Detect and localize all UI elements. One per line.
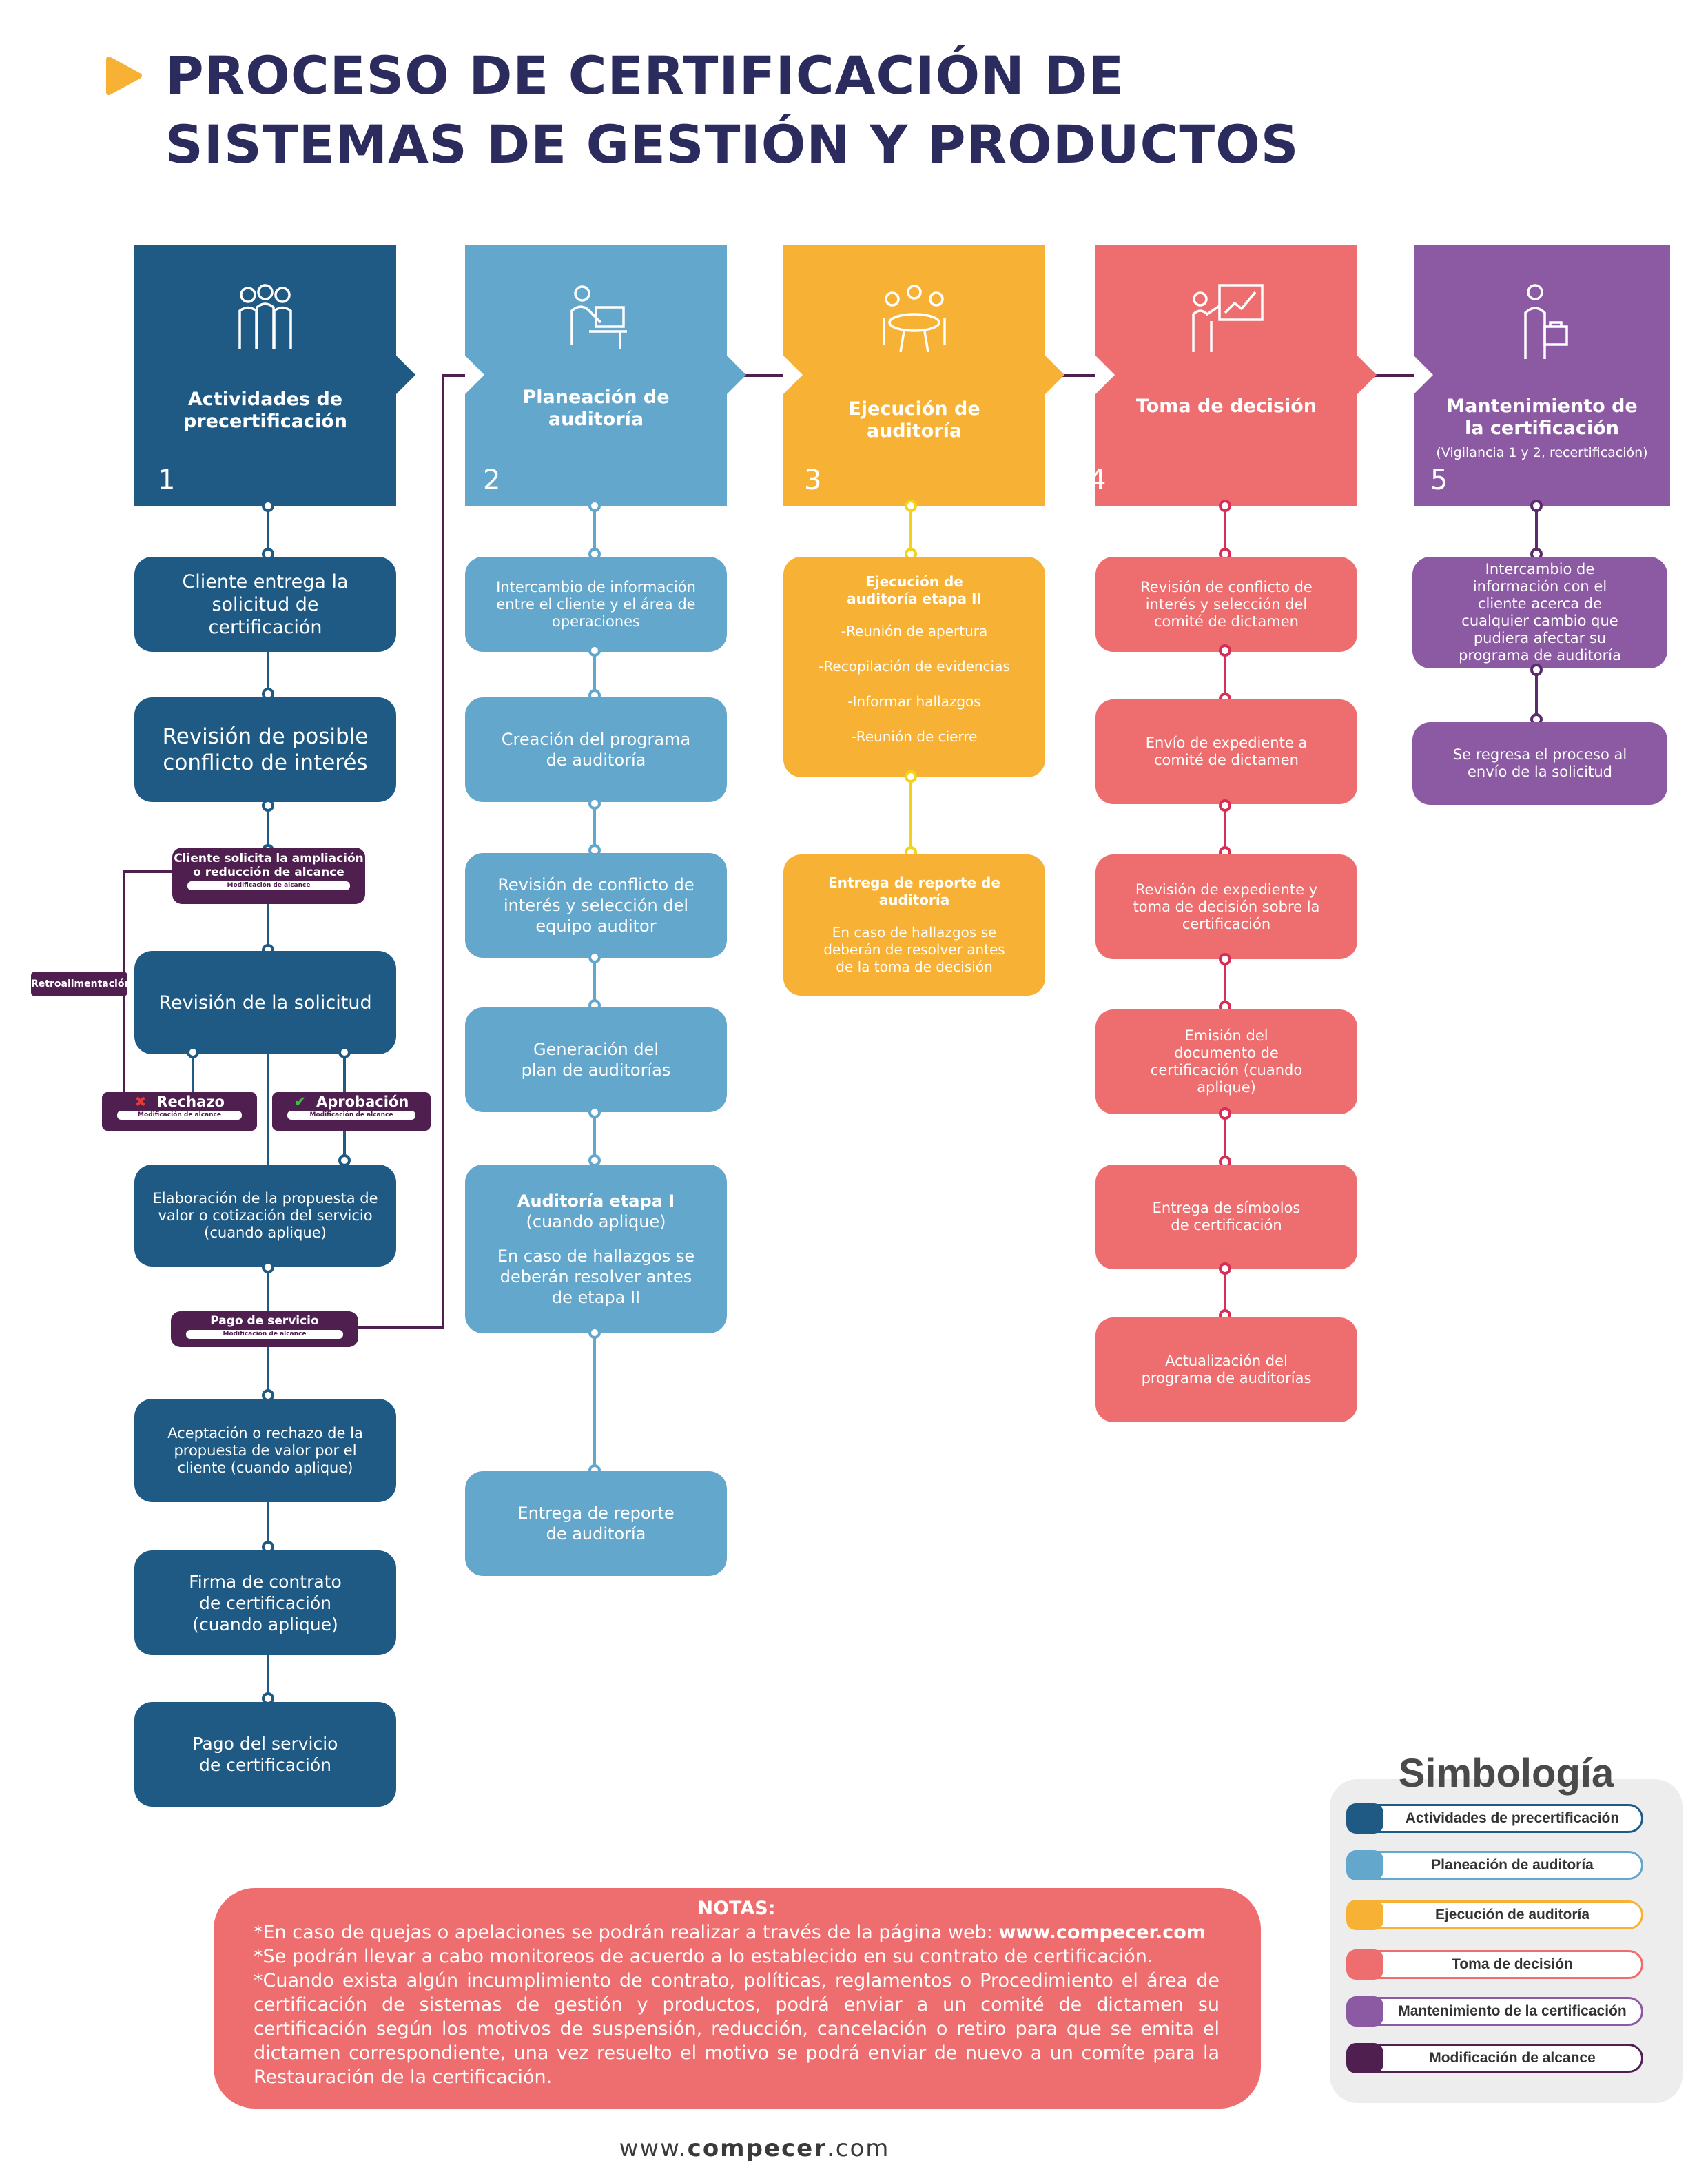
notes-title: NOTAS: (697, 1898, 776, 1919)
stage-title-1: Actividades de precertificación (183, 389, 348, 432)
retroalimentacion-badge: Retroalimentación (31, 972, 131, 996)
step-1-6: Firma de contrato de certificación (cuan… (134, 1550, 396, 1655)
ampliacion-badge: Cliente solicita la ampliación o reducci… (172, 848, 365, 904)
stage-title-5: Mantenimiento de la certificación (1446, 396, 1638, 439)
step-4-1: Revisión de conflicto de interés y selec… (1095, 557, 1357, 652)
stage-header-5: Mantenimiento de la certificación (Vigil… (1414, 245, 1670, 506)
step-2-2: Creación del programa de auditoría (465, 697, 727, 802)
step-5-1: Intercambio de información con el client… (1412, 557, 1667, 668)
stage-subtitle-5: (Vigilancia 1 y 2, recertificación) (1436, 445, 1648, 460)
step-2-5-etapa1: Auditoría etapa I (cuando aplique) En ca… (465, 1165, 727, 1333)
stage-number-2: 2 (483, 464, 501, 496)
play-arrow-icon (106, 57, 142, 95)
step-1-2: Revisión de posible conflicto de interés (134, 697, 396, 802)
stage-number-3: 3 (804, 464, 822, 496)
step-4-5: Entrega de símbolos de certificación (1095, 1165, 1357, 1269)
step-1-4: Elaboración de la propuesta de valor o c… (134, 1165, 396, 1267)
legend-item-precertificacion: Actividades de precertificación (1346, 1803, 1643, 1834)
title-line-1: PROCESO DE CERTIFICACIÓN DE (165, 45, 1125, 106)
step-3-1-etapa2: Ejecución de auditoría etapa II -Reunión… (783, 557, 1045, 777)
stage-number-1: 1 (158, 464, 176, 496)
step-4-2: Envío de expediente a comité de dictamen (1095, 699, 1357, 804)
person-with-briefcase-icon (1414, 280, 1670, 365)
stage-title-3: Ejecución de auditoría (848, 398, 980, 442)
step-1-1: Cliente entrega la solicitud de certific… (134, 557, 396, 652)
stage-number-5: 5 (1430, 464, 1448, 496)
notes-line-1: *En caso de quejas o apelaciones se podr… (254, 1922, 999, 1943)
step-1-5: Aceptación o rechazo de la propuesta de … (134, 1399, 396, 1502)
stage-header-3: Ejecución de auditoría 3 (783, 245, 1045, 506)
legend-item-planeacion: Planeación de auditoría (1346, 1850, 1643, 1880)
notes-line-3: *Cuando exista algún incumplimiento de c… (254, 1970, 1220, 2088)
legend-item-mantenimiento: Mantenimiento de la certificación (1346, 1996, 1643, 2027)
stage-number-4: 4 (1089, 464, 1107, 496)
pago-badge: Pago de servicio Modificación de alcance (171, 1311, 358, 1347)
step-4-6: Actualización del programa de auditorías (1095, 1317, 1357, 1422)
step-2-4: Generación del plan de auditorías (465, 1007, 727, 1112)
step-4-4: Emisión del documento de certificación (… (1095, 1009, 1357, 1114)
aprobacion-badge: ✔ Aprobación Modificación de alcance (272, 1092, 431, 1131)
legend-title: Simbología (1398, 1751, 1614, 1796)
meeting-table-icon (783, 280, 1045, 358)
checkmark-icon: ✔ (294, 1094, 307, 1110)
presentation-board-icon (1095, 280, 1357, 358)
legend-item-toma-decision: Toma de decisión (1346, 1949, 1643, 1980)
step-1-3: Revisión de la solicitud (134, 951, 396, 1054)
stage-header-4: Toma de decisión 4 (1089, 245, 1357, 506)
step-3-2-reporte: Entrega de reporte de auditoría En caso … (783, 854, 1045, 996)
notes-line-2: *Se podrán llevar a cabo monitoreos de a… (254, 1946, 1153, 1967)
stage-header-2: Planeación de auditoría 2 (465, 245, 727, 506)
step-2-1: Intercambio de información entre el clie… (465, 557, 727, 652)
x-mark-icon: ✖ (134, 1094, 147, 1110)
step-2-3: Revisión de conflicto de interés y selec… (465, 853, 727, 958)
page-title: PROCESO DE CERTIFICACIÓN DE SISTEMAS DE … (165, 41, 1299, 179)
stage-title-4: Toma de decisión (1135, 396, 1317, 417)
rechazo-badge: ✖ Rechazo Modificación de alcance (102, 1092, 257, 1131)
website-link[interactable]: www.compecer.com (998, 1922, 1206, 1943)
stage-header-1: Actividades de precertificación 1 (134, 245, 396, 506)
footer-url[interactable]: www.compecer.com (619, 2135, 890, 2162)
stage-title-2: Planeación de auditoría (522, 387, 670, 430)
step-4-3: Revisión de expediente y toma de decisió… (1095, 854, 1357, 959)
title-line-2: SISTEMAS DE GESTIÓN Y PRODUCTOS (165, 114, 1299, 175)
people-group-icon (134, 280, 396, 358)
step-1-7: Pago del servicio de certificación (134, 1702, 396, 1807)
step-5-2: Se regresa el proceso al envío de la sol… (1412, 722, 1667, 805)
legend-item-modificacion: Modificación de alcance (1346, 2043, 1643, 2073)
step-2-6: Entrega de reporte de auditoría (465, 1471, 727, 1576)
legend-item-ejecucion: Ejecución de auditoría (1346, 1900, 1643, 1930)
notes-panel: NOTAS: *En caso de quejas o apelaciones … (214, 1888, 1261, 2109)
person-at-desk-icon (465, 280, 727, 358)
